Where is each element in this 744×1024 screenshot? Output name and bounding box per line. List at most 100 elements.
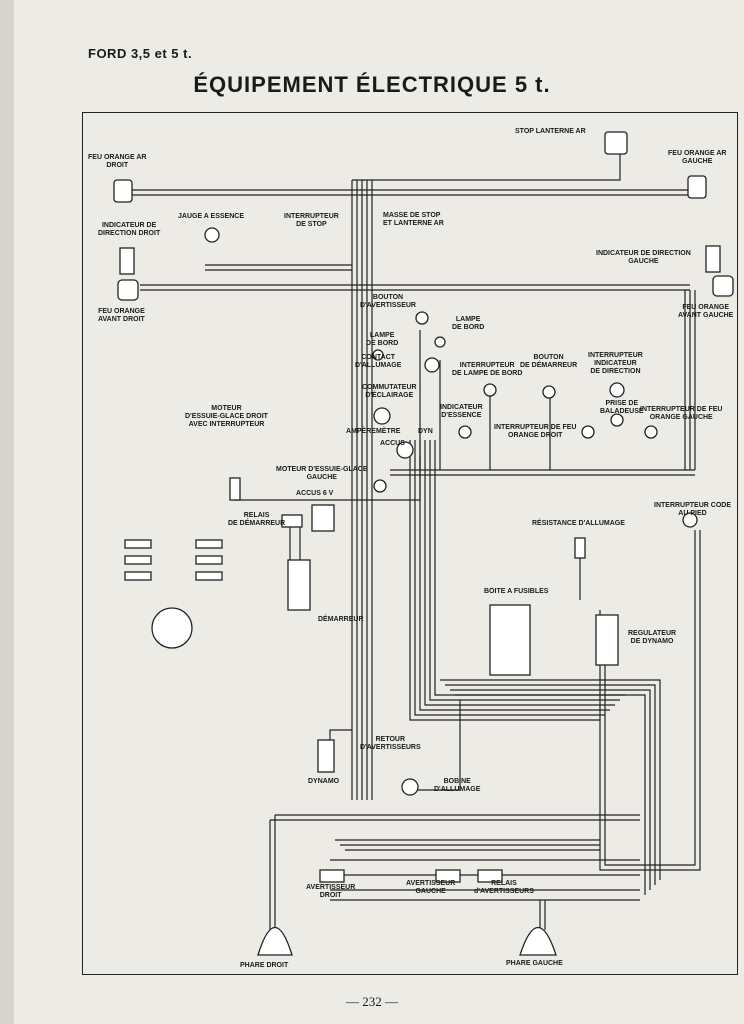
- spark-plug-4-icon: [195, 539, 223, 549]
- relais-avertisseurs-label: RELAIS d'AVERTISSEURS: [474, 880, 534, 895]
- left-horn-icon: [435, 869, 461, 883]
- page-title: ÉQUIPEMENT ÉLECTRIQUE 5 t.: [193, 72, 551, 97]
- ammeter-icon: [396, 441, 414, 459]
- phare-droit-label: PHARE DROIT: [240, 962, 289, 969]
- left-indicator-icon: [705, 245, 721, 273]
- stop-lantern-lead: [352, 150, 621, 181]
- contact-allumage-label: CONTACT D'ALLUMAGE: [355, 354, 402, 369]
- right-indicator-icon: [119, 247, 135, 275]
- ignition-resistance-icon: [574, 537, 586, 559]
- dash-lamp-2-icon: [434, 336, 446, 348]
- left-headlamp-icon: [519, 926, 557, 956]
- model-header: FORD 3,5 et 5 t.: [88, 46, 193, 61]
- page-binding-edge: [0, 0, 14, 1024]
- dynamo-icon: [317, 739, 335, 773]
- starter-button-icon: [542, 385, 556, 399]
- fuel-gauge-icon: [204, 227, 220, 243]
- prise-baladeuse-label: PRISE DE BALADEUSE: [600, 400, 644, 415]
- feu-orange-ar-gauche-label: FEU ORANGE AR GAUCHE: [668, 150, 727, 165]
- boite-fusibles-label: BOITE A FUSIBLES: [484, 588, 549, 595]
- engine-bundle: [409, 440, 625, 721]
- indicateur-dir-droit-label: INDICATEUR DE DIRECTION DROIT: [98, 222, 161, 237]
- horn-relay-icon: [477, 869, 503, 883]
- left-wiper-motor-icon: [373, 479, 387, 493]
- resistance-allumage-label: RÉSISTANCE D'ALLUMAGE: [532, 520, 625, 527]
- starter-relay-icon: [281, 514, 303, 528]
- battery-relay-icon: [311, 504, 335, 532]
- dynamo-regulator-icon: [595, 614, 619, 666]
- right-wiper-motor-icon: [229, 477, 241, 501]
- phare-gauche-label: PHARE GAUCHE: [506, 960, 563, 967]
- regulateur-dynamo-label: REGULATEUR DE DYNAMO: [628, 630, 677, 645]
- dash-lamp-1-icon: [372, 349, 384, 361]
- interrupteur-code-label: INTERRUPTEUR CODE AU PIED: [654, 502, 732, 517]
- accus-label: ACCUS: [380, 440, 405, 447]
- indicateur-essence-label: INDICATEUR D'ESSENCE: [440, 404, 483, 419]
- jauge-essence-label: JAUGE A ESSENCE: [178, 213, 244, 220]
- fuse-box-icon: [489, 604, 531, 676]
- inspection-socket-icon: [610, 413, 624, 427]
- indicator-switch-icon: [609, 382, 625, 398]
- avertisseur-gauche-label: AVERTISSEUR GAUCHE: [406, 880, 456, 895]
- bouton-demarreur-label: BOUTON DE DÉMARREUR: [520, 354, 578, 369]
- spark-plug-1-icon: [124, 539, 152, 549]
- demarreur-label: DÉMARREUR: [318, 616, 364, 623]
- rear-harness: [130, 189, 690, 196]
- right-indicator-switch-icon: [581, 425, 595, 439]
- rear-right-lamp-icon: [113, 179, 133, 203]
- coil-lead: [410, 700, 461, 791]
- indicateur-dir-gauche-label: INDICATEUR DE DIRECTION GAUCHE: [596, 250, 691, 265]
- distributor-icon: [151, 607, 193, 649]
- interrupteur-feu-orange-droit-label: INTERRUPTEUR DE FEU ORANGE DROIT: [494, 424, 577, 439]
- ignition-coil-icon: [401, 778, 419, 796]
- accus-6v-label: ACCUS 6 V: [296, 490, 334, 497]
- lampe-bord-1-label: LAMPE DE BORD: [366, 332, 399, 347]
- right-side-trunk: [684, 290, 696, 470]
- starter-motor-icon: [287, 559, 311, 611]
- spark-plug-6-icon: [195, 571, 223, 581]
- spark-plug-5-icon: [195, 555, 223, 565]
- page-number: — 232 —: [346, 994, 398, 1009]
- feu-orange-avant-gauche-label: FEU ORANGE AVANT GAUCHE: [678, 304, 734, 319]
- fuel-indicator-icon: [458, 425, 472, 439]
- bouton-avertisseur-label: BOUTON D'AVERTISSEUR: [360, 294, 416, 309]
- interrupteur-stop-label: INTERRUPTEUR DE STOP: [284, 213, 339, 228]
- spark-plug-3-icon: [124, 571, 152, 581]
- dyn-label: DYN: [418, 428, 433, 435]
- lampe-bord-2-label: LAMPE DE BORD: [452, 316, 485, 331]
- stop-lanterne-label: STOP LANTERNE AR: [515, 128, 586, 135]
- main-trunk-left: [351, 180, 373, 800]
- right-headlamp-lead: [539, 900, 546, 930]
- ignition-contact-icon: [424, 357, 440, 373]
- interrupteur-indicateur-label: INTERRUPTEUR INDICATEUR DE DIRECTION: [588, 352, 643, 375]
- amperemetre-label: AMPÈREMÈTRE: [346, 428, 401, 435]
- dash-bus: [390, 469, 695, 476]
- dynamo-label: DYNAMO: [308, 778, 340, 785]
- left-indicator-switch-icon: [644, 425, 658, 439]
- stop-lantern-icon: [604, 131, 628, 155]
- interrupteur-feu-orange-gauche-label: INTERRUPTEUR DE FEU ORANGE GAUCHE: [640, 406, 723, 421]
- dynamo-lead: [329, 729, 352, 740]
- front-indicator-harness: [140, 284, 690, 291]
- relais-demarreur-label: RELAIS DE DÉMARREUR: [228, 512, 286, 527]
- horn-button-icon: [415, 311, 429, 325]
- front-right-lamp-icon: [117, 279, 139, 301]
- rear-left-lamp-icon: [687, 175, 707, 199]
- masse-stop-label: MASSE DE STOP ET LANTERNE AR: [383, 212, 444, 227]
- left-headlamp-bundle: [269, 814, 640, 930]
- fuel-gauge-lead: [205, 264, 352, 271]
- regulator-bundle: [599, 530, 701, 871]
- front-left-lamp-icon: [712, 275, 734, 297]
- moteur-essuie-droit-label: MOTEUR D'ESSUIE-GLACE DROIT AVEC INTERRU…: [185, 405, 268, 428]
- diagram-frame: [82, 112, 738, 975]
- avertisseur-droit-label: AVERTISSEUR DROIT: [306, 884, 356, 899]
- dash-drops: [419, 330, 551, 470]
- bobine-allumage-label: BOBINE D'ALLUMAGE: [434, 778, 481, 793]
- retour-avertisseurs-label: RETOUR D'AVERTISSEURS: [360, 736, 421, 751]
- feu-orange-ar-droit-label: FEU ORANGE AR DROIT: [88, 154, 147, 169]
- moteur-essuie-gauche-label: MOTEUR D'ESSUIE-GLACE GAUCHE: [276, 466, 368, 481]
- relay-to-starter: [289, 525, 301, 560]
- interrupteur-lampe-bord-label: INTERRUPTEUR DE LAMPE DE BORD: [452, 362, 523, 377]
- feu-orange-avant-droit-label: FEU ORANGE AVANT DROIT: [98, 308, 145, 323]
- right-horn-icon: [319, 869, 345, 883]
